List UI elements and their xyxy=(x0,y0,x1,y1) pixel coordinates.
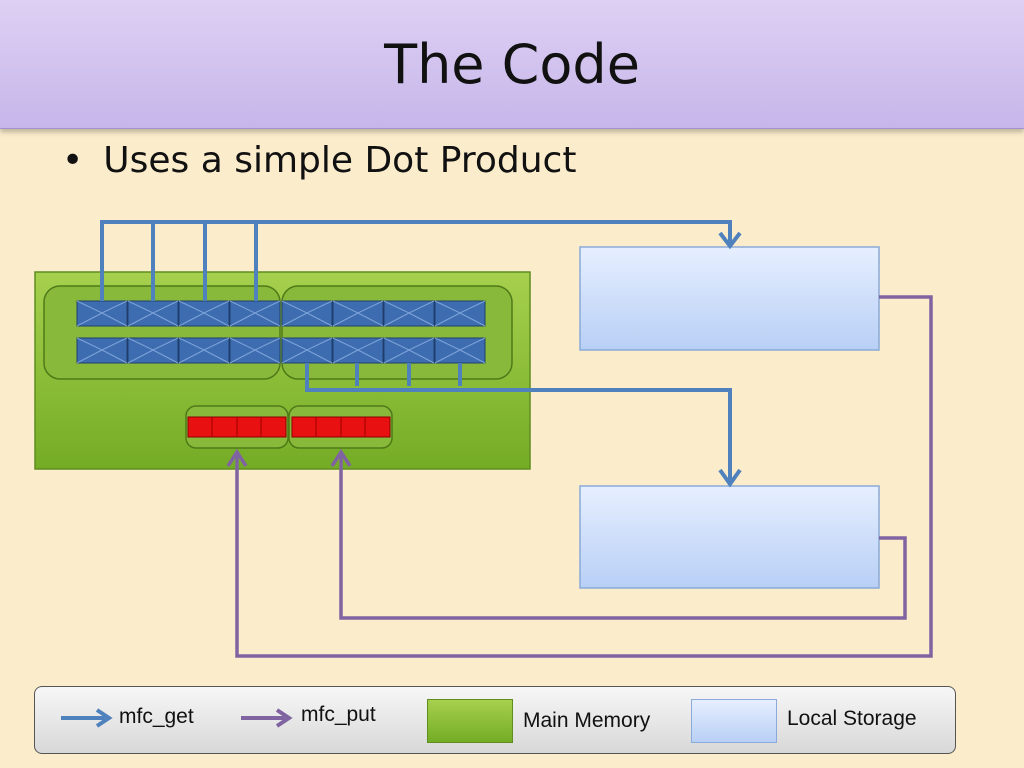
vector-tile-shading xyxy=(76,300,486,364)
bullet-item: • Uses a simple Dot Product xyxy=(62,140,576,181)
legend: mfc_get mfc_put Main Memory Local Storag… xyxy=(34,686,956,754)
local-storage-legend-label: Local Storage xyxy=(787,707,917,730)
local-storage-legend-swatch xyxy=(691,699,777,743)
local-storage-box-bottom xyxy=(579,485,880,589)
mfc-put-legend-arrow-icon xyxy=(241,708,293,728)
vector-group-b xyxy=(281,285,513,380)
main-memory-legend-swatch xyxy=(427,699,513,743)
result-row xyxy=(187,416,391,438)
bullet-dot: • xyxy=(62,140,84,181)
vector-group-a xyxy=(43,285,281,380)
result-tile-shading xyxy=(211,417,366,437)
mfc-put-arrow-outer xyxy=(226,295,933,658)
mfc-get-legend-arrow-icon xyxy=(61,708,113,728)
mfc-get-arrow-top xyxy=(100,220,742,301)
bullet-text: Uses a simple Dot Product xyxy=(103,140,577,181)
mfc-put-arrow-inner xyxy=(330,448,907,620)
main-memory-legend-label: Main Memory xyxy=(523,709,651,732)
slide-title: The Code xyxy=(384,32,640,96)
title-bar: The Code xyxy=(0,0,1024,129)
mfc-put-legend-label: mfc_put xyxy=(301,703,376,726)
mfc-get-legend-label: mfc_get xyxy=(119,705,194,728)
local-storage-box-top xyxy=(579,246,880,351)
mfc-get-arrow-bottom xyxy=(305,363,742,488)
